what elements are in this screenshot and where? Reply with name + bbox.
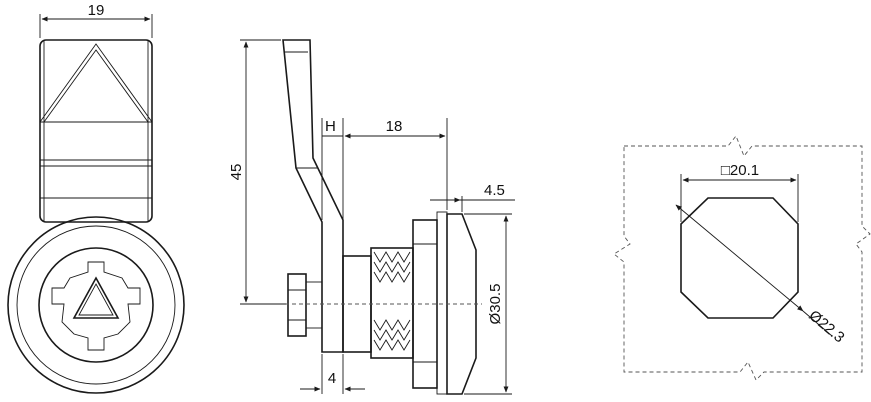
dim-label-width: 19 (88, 2, 105, 19)
front-view: 19 (7, 2, 185, 394)
dimension-h-18: H 18 (321, 118, 448, 220)
dim-label-thread-base: 4 (328, 370, 336, 387)
dim-label-h: H (325, 118, 336, 135)
side-nut (287, 273, 323, 337)
side-handle (282, 39, 344, 353)
dim-label-length: 18 (386, 118, 403, 135)
side-body (278, 211, 482, 395)
dim-label-diameter: Ø30.5 (487, 284, 504, 325)
dimension-19: 19 (39, 2, 153, 38)
front-handle (39, 39, 153, 223)
panel-outline (613, 135, 871, 381)
dimension-4-5: 4.5 (430, 182, 515, 212)
dimension-square-20-1: □20.1 (680, 162, 799, 222)
dimension-diagonal-22-3: Ø22.3 (675, 204, 848, 346)
side-view: 45 H 18 4.5 Ø30.5 (228, 39, 515, 395)
dim-label-diagonal: Ø22.3 (805, 307, 847, 346)
dimension-45: 45 (228, 39, 286, 305)
dimension-diameter-30-5: Ø30.5 (464, 213, 512, 395)
dim-label-height: 45 (228, 164, 245, 181)
dim-label-square: □20.1 (721, 162, 759, 179)
front-cylinder (7, 216, 185, 394)
dimension-4: 4 (300, 354, 365, 394)
dim-label-flange: 4.5 (484, 182, 505, 199)
cutout-view: □20.1 Ø22.3 (613, 135, 871, 381)
